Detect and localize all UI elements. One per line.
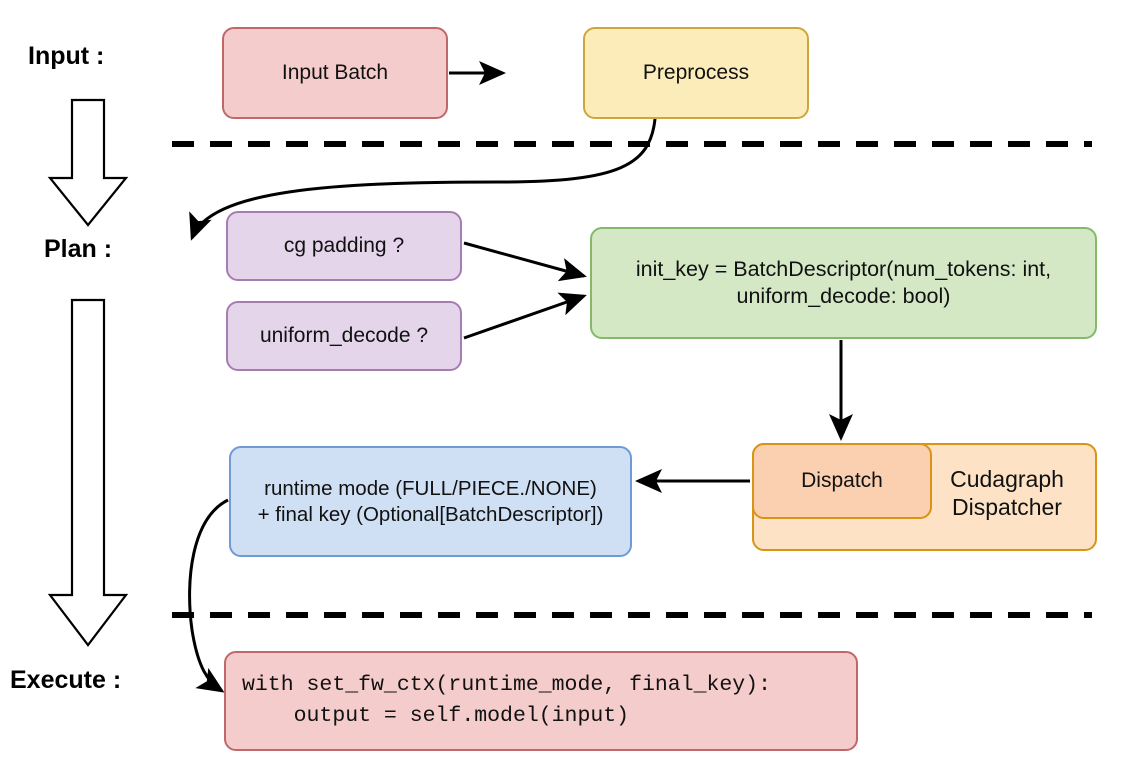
node-cg-padding-label: cg padding ? — [283, 233, 405, 257]
stage-label-input: Input : — [28, 42, 105, 70]
node-execute-code-line2: output = self.model(input) — [242, 704, 630, 728]
input-to-plan-flow-arrow — [47, 98, 129, 227]
node-cg-padding[interactable]: cg padding ? — [226, 211, 462, 281]
node-cudagraph-dispatcher-line1: Cudagraph — [950, 466, 1064, 492]
node-cudagraph-dispatcher-line2: Dispatcher — [952, 494, 1062, 521]
node-init-key[interactable]: init_key = BatchDescriptor(num_tokens: i… — [590, 227, 1097, 339]
node-init-key-line1: init_key = BatchDescriptor(num_tokens: i… — [635, 257, 1052, 282]
node-execute-code-line1: with set_fw_ctx(runtime_mode, final_key)… — [242, 673, 771, 698]
node-runtime-mode-line1: runtime mode (FULL/PIECE./NONE) — [264, 476, 597, 500]
edge-runtime-mode-to-execute-code — [188, 498, 229, 693]
node-execute-code[interactable]: with set_fw_ctx(runtime_mode, final_key)… — [224, 651, 858, 751]
plan-to-execute-flow-arrow — [47, 298, 129, 647]
node-uniform-decode-label: uniform_decode ? — [259, 323, 429, 347]
node-runtime-mode-line2: + final key (Optional[BatchDescriptor]) — [257, 502, 604, 526]
edge-uniform-decode-to-init-key — [463, 292, 587, 340]
node-dispatch-label: Dispatch — [801, 468, 883, 492]
stage-label-plan: Plan : — [44, 235, 113, 263]
edge-cg-padding-to-init-key — [463, 241, 587, 282]
node-dispatch[interactable]: Dispatch — [752, 443, 932, 519]
node-preprocess-label: Preprocess — [642, 60, 750, 84]
node-input-batch-label: Input Batch — [281, 60, 389, 84]
node-runtime-mode[interactable]: runtime mode (FULL/PIECE./NONE) + final … — [229, 446, 632, 557]
node-cudagraph-dispatcher-label: Cudagraph Dispatcher — [923, 465, 1091, 521]
node-uniform-decode[interactable]: uniform_decode ? — [226, 301, 462, 371]
stage-label-execute: Execute : — [10, 666, 122, 694]
node-preprocess[interactable]: Preprocess — [583, 27, 809, 119]
node-input-batch[interactable]: Input Batch — [222, 27, 448, 119]
node-init-key-line2: uniform_decode: bool) — [736, 284, 951, 308]
